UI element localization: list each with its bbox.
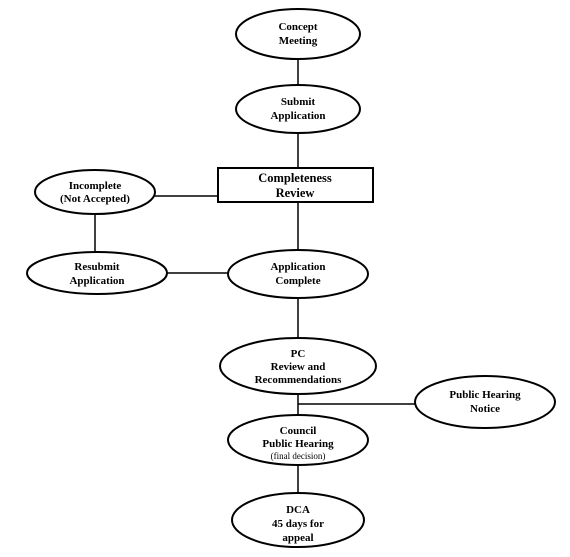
council-public-hearing-label-1: Council [280,425,317,437]
resubmit-application-label-2: Application [69,275,124,287]
dca-label-2: 45 days for [272,518,324,530]
node-council-public-hearing: Council Public Hearing (final decision) [227,414,369,466]
submit-application-label-2: Application [270,110,325,122]
node-incomplete: Incomplete (Not Accepted) [34,169,156,215]
pc-review-label-1: PC [291,348,306,360]
concept-meeting-label-2: Meeting [279,35,318,47]
public-hearing-notice-label-2: Notice [470,403,500,415]
incomplete-ellipse [34,169,156,215]
council-public-hearing-ellipse [227,414,369,466]
application-complete-label-1: Application [270,261,325,273]
node-pc-review: PC Review and Recommendations [219,337,377,395]
completeness-review-label-1: Completeness [258,171,332,185]
public-hearing-notice-ellipse [414,375,556,429]
council-public-hearing-label-2: Public Hearing [262,438,334,450]
dca-label-1: DCA [286,504,310,516]
node-submit-application: Submit Application [235,84,361,134]
completeness-review-box [217,167,374,203]
council-public-hearing-label-3: (final decision) [271,451,326,461]
pc-review-label-3: Recommendations [255,374,342,386]
incomplete-label-1: Incomplete [69,180,122,192]
pc-review-label-2: Review and [271,361,326,373]
application-complete-ellipse [227,249,369,299]
dca-label-3: appeal [282,532,313,544]
completeness-review-label-2: Review [276,186,315,200]
submit-application-label-1: Submit [281,96,316,108]
node-dca: DCA 45 days for appeal [231,492,365,548]
resubmit-application-ellipse [26,251,168,295]
node-completeness-review: Completeness Review [217,167,374,203]
application-complete-label-2: Complete [275,275,320,287]
pc-review-ellipse [219,337,377,395]
dca-ellipse [231,492,365,548]
concept-meeting-label-1: Concept [278,21,317,33]
public-hearing-notice-label-1: Public Hearing [449,389,521,401]
node-resubmit-application: Resubmit Application [26,251,168,295]
resubmit-application-label-1: Resubmit [74,261,120,273]
node-public-hearing-notice: Public Hearing Notice [414,375,556,429]
node-application-complete: Application Complete [227,249,369,299]
incomplete-label-2: (Not Accepted) [60,193,130,205]
node-concept-meeting: Concept Meeting [235,8,361,60]
submit-application-ellipse [235,84,361,134]
concept-meeting-ellipse [235,8,361,60]
